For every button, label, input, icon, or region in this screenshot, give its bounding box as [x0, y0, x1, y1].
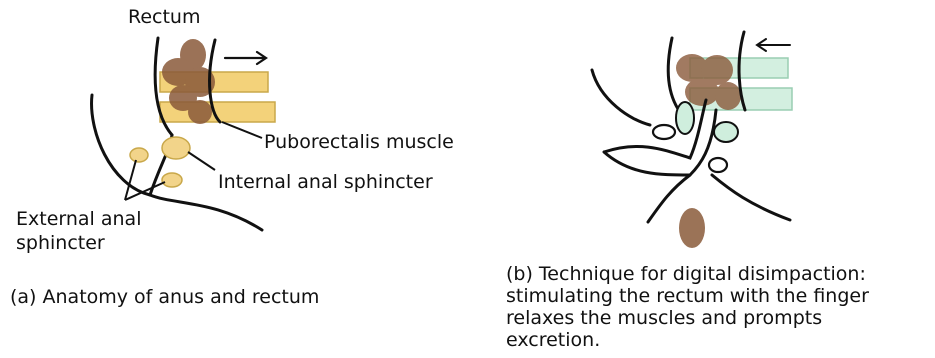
caption-b-line-3: relaxes the muscles and prompts	[506, 307, 931, 329]
external-sphincter-lower	[162, 173, 182, 187]
arrow-right-icon	[225, 52, 266, 64]
relaxed-sphincter-left	[676, 102, 694, 134]
expelled-stool	[679, 208, 705, 248]
body-outline-lower	[150, 195, 262, 230]
external-sphincter-leader-line-1	[125, 160, 136, 200]
panel-b-technique-drawing	[592, 32, 792, 248]
label-rectum: Rectum	[128, 6, 200, 28]
body-outline-right-b	[712, 175, 790, 220]
caption-b-line-2: stimulating the rectum with the finger	[506, 285, 931, 307]
caption-b-line-1: (b) Technique for digital disimpaction:	[506, 263, 931, 285]
internal-sphincter-leader-line	[188, 152, 215, 170]
internal-sphincter-shape	[162, 137, 190, 159]
label-external-anal-sphincter-line2: sphincter	[16, 232, 105, 254]
arrow-left-icon	[757, 39, 790, 51]
puborectalis-leader-line	[222, 122, 262, 138]
caption-b-line-4: excretion.	[506, 329, 931, 351]
small-ring-right	[709, 158, 727, 172]
body-outline-left	[92, 95, 150, 195]
body-outline-left-b	[592, 70, 650, 125]
external-sphincter-upper	[130, 148, 148, 162]
label-internal-anal-sphincter: Internal anal sphincter	[218, 171, 433, 193]
caption-panel-b: (b) Technique for digital disimpaction: …	[506, 263, 931, 351]
label-puborectalis-muscle: Puborectalis muscle	[264, 131, 454, 153]
small-ring-left	[653, 125, 675, 139]
label-external-anal-sphincter-line1: External anal	[16, 208, 141, 230]
relaxed-sphincter-right	[714, 122, 738, 142]
caption-panel-a: (a) Anatomy of anus and rectum	[10, 286, 319, 308]
panel-a-anatomy-drawing	[92, 38, 275, 230]
